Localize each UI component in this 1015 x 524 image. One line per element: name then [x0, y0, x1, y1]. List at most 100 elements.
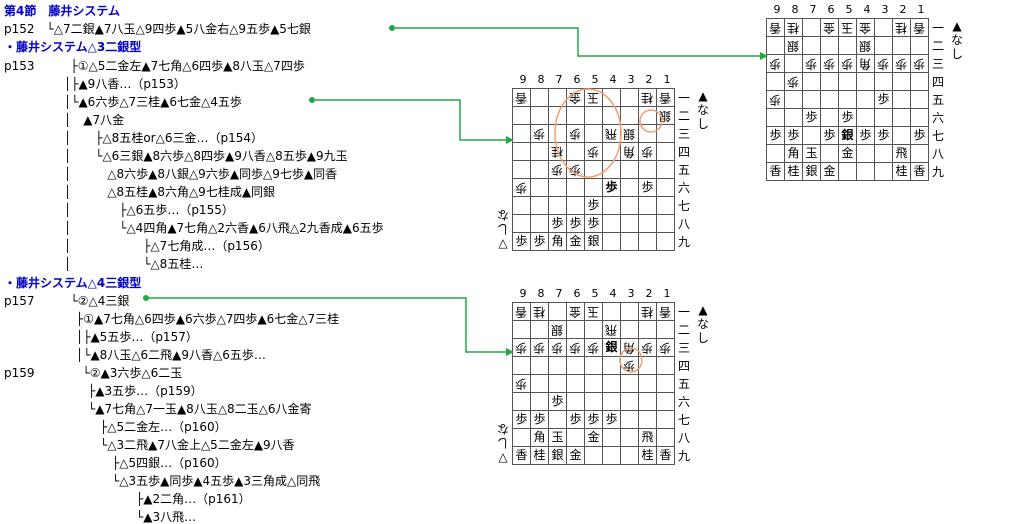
variation-line: p157 └②△4三銀 [4, 294, 130, 308]
column-number: 6 [573, 287, 581, 300]
board-square: 金 [838, 144, 857, 163]
row-number: 六 [678, 181, 691, 195]
arrow-dot [309, 97, 315, 103]
sente-piece: 歩 [877, 128, 890, 142]
column-number: 3 [627, 73, 635, 86]
sente-piece: 歩 [805, 110, 818, 124]
column-number: 9 [519, 287, 527, 300]
sente-piece: 桂 [787, 164, 800, 178]
row-number: 九 [678, 449, 691, 463]
column-number: 8 [791, 3, 799, 16]
variation-line: ├△5四銀…（p160） [4, 456, 227, 470]
variation-line: ├△5二金左…（p160） [4, 420, 227, 434]
arrow-to-top-board [392, 27, 760, 57]
board-square: 桂 [784, 162, 803, 181]
sente-piece: 歩 [515, 412, 528, 426]
row-number: 八 [678, 431, 691, 445]
sente-piece: 玉 [551, 430, 564, 444]
sente-piece: 玉 [805, 146, 818, 160]
sente-piece: 歩 [787, 128, 800, 142]
column-number: 2 [645, 287, 653, 300]
sente-piece: 歩 [877, 92, 890, 106]
sente-piece: 歩 [569, 216, 582, 230]
column-number: 8 [537, 73, 545, 86]
board-square: 玉 [802, 144, 821, 163]
column-number: 5 [845, 3, 853, 16]
variation-line: ├▲3五歩…（p159） [4, 384, 203, 398]
board-square: 銀 [548, 446, 567, 465]
column-number: 7 [555, 287, 563, 300]
column-number: 7 [809, 3, 817, 16]
sente-piece: 角 [533, 430, 546, 444]
variation-line: p152 └△7二銀▲7八玉△9四歩▲5八金右△9五歩▲5七銀 [4, 22, 311, 36]
row-number: 五 [678, 163, 691, 177]
column-number: 4 [609, 287, 617, 300]
variation-line: └△3二飛▲7八金上△5二金左▲9八香 [4, 438, 295, 452]
highlight-circle [619, 347, 643, 373]
column-number: 1 [663, 287, 671, 300]
board-square: 香 [910, 162, 929, 181]
row-number: 四 [932, 75, 945, 89]
row-number: 八 [678, 217, 691, 231]
board-square: 歩 [530, 232, 549, 251]
variation-line: └▲7七角△7一玉▲8八玉△8二玉△6八金寄 [4, 402, 312, 416]
sente-piece: 金 [569, 234, 582, 248]
column-number: 2 [899, 3, 907, 16]
board-square: 香 [656, 446, 675, 465]
column-number: 5 [591, 73, 599, 86]
row-number: 四 [678, 359, 691, 373]
highlight-circle [554, 88, 622, 178]
board-square: 歩 [512, 410, 531, 429]
variation-line: │ └△8五桂… [4, 257, 204, 271]
row-number: 六 [932, 111, 945, 125]
row-number: 三 [932, 57, 945, 71]
sente-piece: 歩 [859, 128, 872, 142]
sente-piece: 香 [659, 448, 672, 462]
sente-piece: 歩 [533, 234, 546, 248]
sente-piece: 金 [587, 430, 600, 444]
section-heading: ・藤井システム△3二銀型 [4, 40, 142, 54]
sente-piece: 歩 [823, 128, 836, 142]
gote-hand: なし△ [496, 208, 509, 250]
row-number: 九 [678, 235, 691, 249]
variation-line: │ △8五桂▲8六角△9七桂成▲同銀 [4, 185, 276, 199]
sente-piece: 歩 [587, 412, 600, 426]
variation-line: │ △8六歩▲8八銀△9六歩▲同歩△9七歩▲同香 [4, 167, 338, 181]
column-number: 6 [827, 3, 835, 16]
sente-piece: 桂 [641, 448, 654, 462]
row-number: 七 [932, 129, 945, 143]
board-square: 香 [766, 162, 785, 181]
column-number: 9 [519, 73, 527, 86]
sente-piece: 銀 [551, 448, 564, 462]
sente-piece: 角 [787, 146, 800, 160]
variation-line: └△3五歩▲同歩▲4五歩▲3三角成△同飛 [4, 474, 321, 488]
row-numbers: 一二三四五六七八九 [932, 19, 944, 181]
moved-piece: 銀 [605, 340, 618, 354]
sente-piece: 銀 [587, 234, 600, 248]
board-middle: 香金玉桂香銀歩歩飛銀桂歩角歩歩歩歩歩歩歩歩歩歩歩歩角金銀 [512, 88, 675, 251]
sente-piece: 香 [769, 164, 782, 178]
row-number: 三 [678, 127, 691, 141]
column-number: 1 [663, 73, 671, 86]
sente-piece: 香 [515, 448, 528, 462]
variation-line: │ └△4四角▲7七角△2六香▲6八飛△2九香成▲6五歩 [4, 221, 384, 235]
arrow-dot [143, 295, 149, 301]
moved-piece: 銀 [841, 128, 854, 142]
sente-piece: 角 [551, 234, 564, 248]
column-number: 7 [555, 73, 563, 86]
column-number: 4 [609, 73, 617, 86]
column-number: 9 [773, 3, 781, 16]
variation-line: │ ├△6五歩…（p155） [4, 203, 234, 217]
board-square: 桂 [638, 446, 657, 465]
sente-piece: 桂 [533, 448, 546, 462]
board-square: 桂 [892, 162, 911, 181]
board-square: 歩 [910, 126, 929, 145]
sente-piece: 金 [841, 146, 854, 160]
variation-line: │├▲5五歩…（p157） [4, 330, 198, 344]
sente-piece: 歩 [769, 128, 782, 142]
row-numbers: 一二三四五六七八九 [678, 303, 690, 465]
sente-piece: 歩 [569, 412, 582, 426]
row-number: 三 [678, 341, 691, 355]
variation-line: │ ├△8五桂or△6三金…（p154） [4, 131, 263, 145]
